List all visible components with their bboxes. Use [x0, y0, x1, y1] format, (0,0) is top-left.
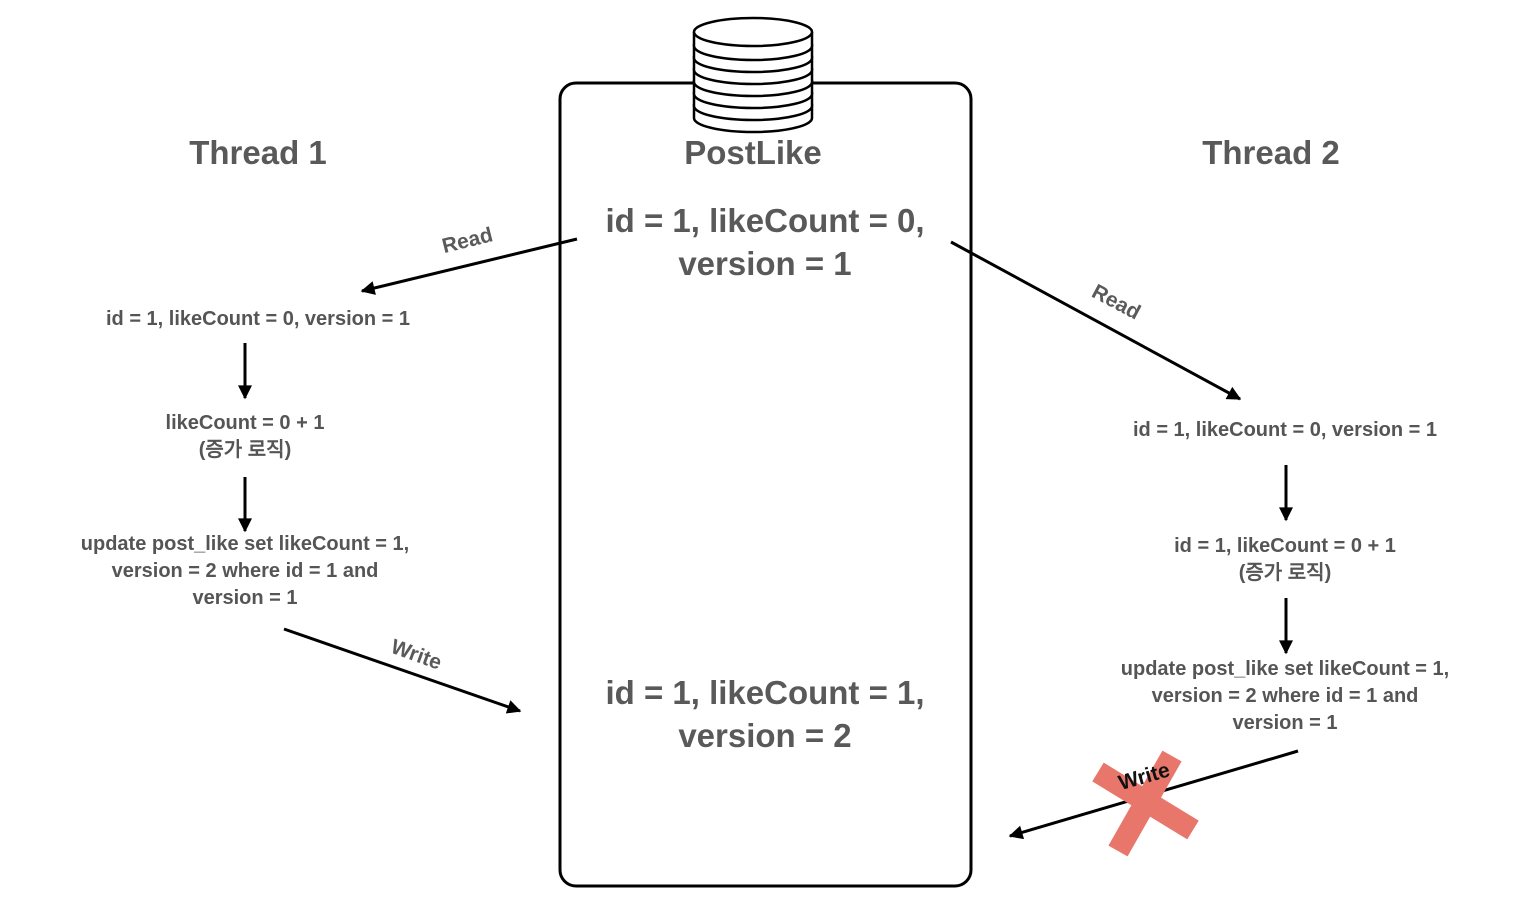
- db-final-line1: id = 1, likeCount = 1,: [605, 674, 925, 711]
- thread1-write-arrow: [283, 627, 522, 714]
- thread2-heading: Thread 2: [1202, 134, 1340, 171]
- thread1-heading: Thread 1: [189, 134, 327, 171]
- thread2-read-arrow: [950, 240, 1242, 401]
- db-initial-state: id = 1, likeCount = 0, version = 1: [565, 199, 965, 285]
- db-final-line2: version = 2: [678, 717, 852, 754]
- thread1-read-label: Read: [440, 223, 495, 258]
- db-final-state: id = 1, likeCount = 1, version = 2: [565, 671, 965, 757]
- db-initial-line1: id = 1, likeCount = 0,: [605, 202, 925, 239]
- thread2-step3-line1: update post_like set likeCount = 1,: [1120, 658, 1450, 680]
- thread2-step2-line1: id = 1, likeCount = 0 + 1: [1174, 535, 1396, 557]
- thread1-step3-line1: update post_like set likeCount = 1,: [80, 533, 410, 555]
- thread2-step2-line2: (증가 로직): [1238, 562, 1332, 584]
- postlike-heading: PostLike: [684, 134, 822, 171]
- thread1-step1: id = 1, likeCount = 0, version = 1: [105, 308, 410, 330]
- thread2-read-label: Read: [1088, 280, 1144, 324]
- database-icon: [692, 16, 814, 134]
- thread1-read-arrow: [360, 237, 578, 295]
- thread1-step2-line2: (증가 로직): [198, 439, 292, 461]
- thread2-step3: update post_like set likeCount = 1, vers…: [1075, 656, 1495, 737]
- thread1-step3: update post_like set likeCount = 1, vers…: [35, 531, 455, 612]
- thread2-step3-line2: version = 2 where id = 1 and: [1151, 685, 1419, 707]
- thread1-step3-line2: version = 2 where id = 1 and: [111, 560, 379, 582]
- thread2-step1: id = 1, likeCount = 0, version = 1: [1132, 419, 1437, 441]
- thread1-step2: likeCount = 0 + 1 (증가 로직): [95, 410, 395, 464]
- thread2-step2: id = 1, likeCount = 0 + 1 (증가 로직): [1135, 533, 1435, 587]
- reject-cross-icon: [1092, 750, 1199, 857]
- thread1-step3-line3: version = 1: [192, 587, 298, 609]
- db-initial-line2: version = 1: [678, 245, 852, 282]
- thread2-step3-line3: version = 1: [1232, 712, 1338, 734]
- thread1-step2-line1: likeCount = 0 + 1: [165, 412, 325, 434]
